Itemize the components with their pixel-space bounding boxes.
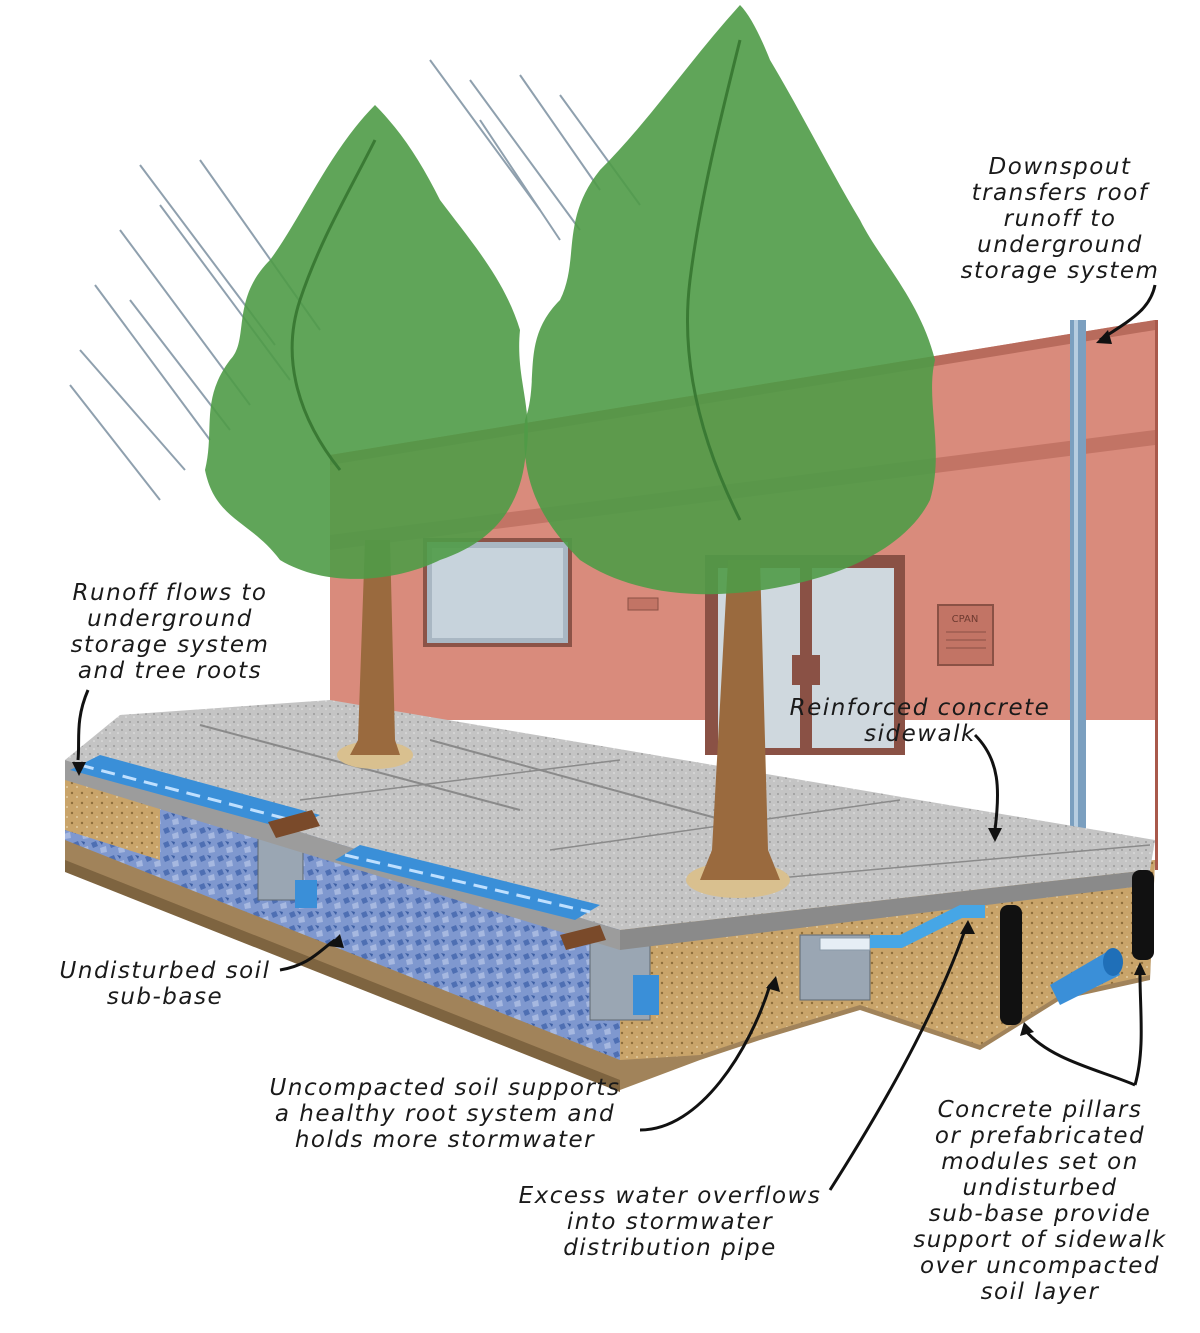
uncompacted-callout: Uncompacted soil supports a healthy root… (269, 1075, 621, 1153)
rain-lines (69, 59, 641, 501)
distribution-pipe (1050, 948, 1123, 1005)
downspout-callout: Downspout transfers roof runoff to under… (960, 154, 1160, 284)
overflow-callout: Excess water overflows into stormwater d… (518, 1183, 822, 1261)
water-channels (70, 755, 659, 1015)
callout-arrowheads (72, 330, 1146, 1036)
overflow-pipe (819, 905, 985, 951)
grates (268, 810, 606, 950)
pillars-callout: Concrete pillars or prefabricated module… (913, 1097, 1167, 1305)
building-sign: CPAN (937, 604, 994, 666)
undisturbed-callout: Undisturbed soil sub-base (59, 958, 271, 1010)
svg-text:CPAN: CPAN (952, 614, 979, 625)
concrete-pillar (1000, 870, 1154, 1025)
sidewalk-slab (65, 700, 1155, 950)
tree (205, 105, 528, 769)
sidewalk-callout: Reinforced concrete sidewalk (789, 695, 1051, 747)
tree (524, 5, 936, 898)
runoff-callout: Runoff flows to underground storage syst… (70, 580, 270, 684)
